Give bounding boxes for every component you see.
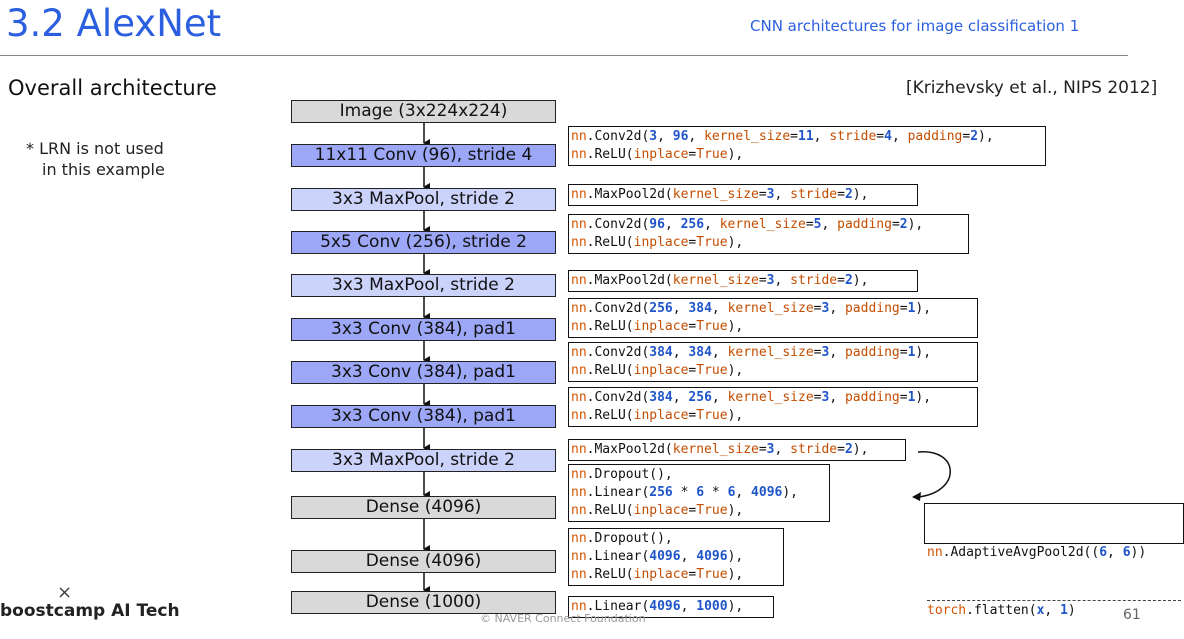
curved-arrow — [917, 451, 951, 498]
code-line: nn.Linear(4096, 1000), — [571, 599, 744, 614]
code-block: nn.Dropout(), nn.Linear(256 * 6 * 6, 4096… — [568, 464, 830, 522]
title-divider — [0, 55, 1128, 56]
code-block: nn.Conv2d(3, 96, kernel_size=11, stride=… — [568, 126, 1046, 166]
code-line: nn.Conv2d(384, 256, kernel_size=3, paddi… — [571, 390, 932, 405]
code-line: nn.Linear(4096, 4096), — [571, 549, 744, 564]
layer-arrows — [423, 123, 951, 594]
code-block: nn.Conv2d(384, 256, kernel_size=3, paddi… — [568, 387, 978, 427]
slide-subtitle: CNN architectures for image classificati… — [750, 17, 1080, 35]
layer-box: Image (3x224x224) — [291, 100, 556, 123]
code-block: nn.Linear(4096, 1000), — [568, 596, 774, 618]
boostcamp-logo: boostcamp AI Tech — [0, 601, 180, 621]
code-line: nn.ReLU(inplace=True), — [571, 363, 744, 378]
side-code-box: nn.AdaptiveAvgPool2d((6, 6)) torch.flatt… — [924, 503, 1184, 618]
side-code-line: nn.AdaptiveAvgPool2d((6, 6)) — [927, 545, 1147, 560]
code-line: nn.Dropout(), — [571, 467, 673, 482]
section-heading: Overall architecture — [8, 76, 217, 100]
code-block: nn.MaxPool2d(kernel_size=3, stride=2), — [568, 184, 918, 206]
code-line: nn.ReLU(inplace=True), — [571, 147, 744, 162]
code-line: nn.Linear(256 * 6 * 6, 4096), — [571, 485, 799, 500]
layer-box: Dense (4096) — [291, 496, 556, 519]
close-icon: × — [57, 582, 73, 603]
layer-box: 11x11 Conv (96), stride 4 — [291, 144, 556, 167]
note-line: in this example — [42, 160, 165, 179]
curved-arrow-head — [912, 492, 921, 501]
note-line: * LRN is not used — [26, 139, 164, 158]
citation: [Krizhevsky et al., NIPS 2012] — [906, 78, 1158, 98]
slide-title: 3.2 AlexNet — [6, 2, 222, 45]
code-line: nn.ReLU(inplace=True), — [571, 319, 744, 334]
code-line: nn.ReLU(inplace=True), — [571, 503, 744, 518]
code-line: nn.Conv2d(256, 384, kernel_size=3, paddi… — [571, 301, 932, 316]
layer-box: 3x3 MaxPool, stride 2 — [291, 274, 556, 297]
layer-box: 3x3 Conv (384), pad1 — [291, 318, 556, 341]
code-block: nn.Dropout(), nn.Linear(4096, 4096), nn.Re… — [568, 528, 784, 586]
code-line: nn.ReLU(inplace=True), — [571, 408, 744, 423]
code-line: nn.Dropout(), — [571, 531, 673, 546]
code-line: nn.Conv2d(384, 384, kernel_size=3, paddi… — [571, 345, 932, 360]
footer-copyright: © NAVER Connect Foundation — [480, 612, 646, 625]
code-block: nn.Conv2d(256, 384, kernel_size=3, paddi… — [568, 298, 978, 338]
layer-box: Dense (1000) — [291, 591, 556, 614]
code-line: nn.Conv2d(96, 256, kernel_size=5, paddin… — [571, 217, 924, 232]
page-number: 61 — [1123, 607, 1141, 623]
code-block: nn.Conv2d(384, 384, kernel_size=3, paddi… — [568, 342, 978, 382]
layer-box: 3x3 Conv (384), pad1 — [291, 361, 556, 384]
layer-box: 3x3 MaxPool, stride 2 — [291, 188, 556, 211]
layer-box: Dense (4096) — [291, 550, 556, 573]
code-block: nn.MaxPool2d(kernel_size=3, stride=2), — [568, 439, 906, 461]
code-line: nn.Conv2d(3, 96, kernel_size=11, stride=… — [571, 129, 994, 144]
layer-box: 5x5 Conv (256), stride 2 — [291, 231, 556, 254]
code-line: nn.MaxPool2d(kernel_size=3, stride=2), — [571, 273, 869, 288]
code-line: nn.ReLU(inplace=True), — [571, 567, 744, 582]
lrn-note: * LRN is not used in this example — [26, 138, 165, 180]
code-block: nn.Conv2d(96, 256, kernel_size=5, paddin… — [568, 214, 969, 254]
code-line: nn.MaxPool2d(kernel_size=3, stride=2), — [571, 187, 869, 202]
code-line: nn.MaxPool2d(kernel_size=3, stride=2), — [571, 442, 869, 457]
code-line: nn.ReLU(inplace=True), — [571, 235, 744, 250]
code-block: nn.MaxPool2d(kernel_size=3, stride=2), — [568, 270, 918, 292]
layer-box: 3x3 MaxPool, stride 2 — [291, 449, 556, 472]
layer-box: 3x3 Conv (384), pad1 — [291, 405, 556, 428]
side-code-line: torch.flatten(x, 1) — [927, 600, 1181, 620]
